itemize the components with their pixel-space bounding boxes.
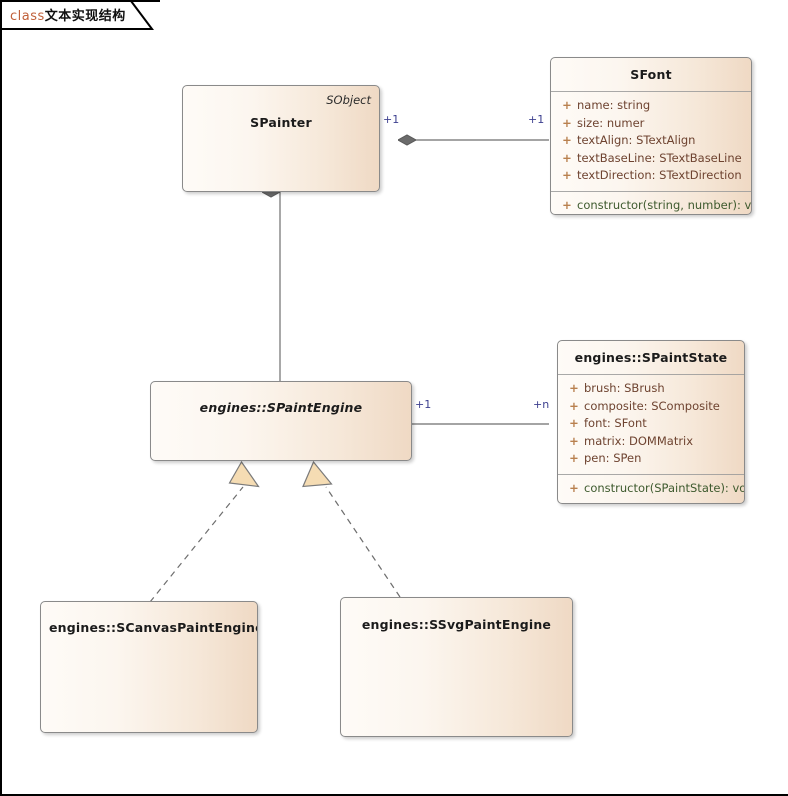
class-box-ssvgpaintengine[interactable]: engines::SSvgPaintEngine bbox=[340, 597, 573, 737]
link-ssvgpaintengine-realization bbox=[302, 460, 401, 598]
diagram-title-keyword: class bbox=[10, 9, 45, 24]
visibility-marker: + bbox=[569, 480, 579, 495]
compartment-divider bbox=[551, 91, 751, 92]
attribute-row: + pen: SPen bbox=[558, 450, 744, 468]
class-header-ssvgpaintengine: engines::SSvgPaintEngine bbox=[341, 598, 572, 641]
class-box-spainter[interactable]: SObject SPainter bbox=[182, 85, 380, 192]
attribute-label: textBaseLine: STextBaseLine bbox=[577, 150, 742, 165]
class-name-ssvgpaintengine: engines::SSvgPaintEngine bbox=[361, 617, 552, 632]
class-stereotype-spainter: SObject bbox=[326, 93, 371, 107]
visibility-marker: + bbox=[569, 433, 579, 448]
frame-border-left bbox=[0, 0, 2, 796]
attribute-label: composite: SComposite bbox=[584, 398, 720, 413]
diagram-title-label: 文本实现结构 bbox=[44, 9, 126, 24]
attribute-row: + composite: SComposite bbox=[558, 398, 744, 416]
attribute-row: + textBaseLine: STextBaseLine bbox=[551, 150, 751, 168]
attribute-label: brush: SBrush bbox=[584, 381, 665, 395]
visibility-marker: + bbox=[562, 150, 572, 165]
compartment-divider bbox=[551, 190, 751, 192]
class-box-scanvaspaintengine[interactable]: engines::SCanvasPaintEngine bbox=[40, 601, 258, 733]
attribute-row: + textDirection: STextDirection bbox=[551, 167, 751, 185]
frame-border-bottom bbox=[0, 794, 788, 796]
compartment-divider bbox=[558, 374, 744, 375]
attribute-row: + font: SFont bbox=[558, 415, 744, 433]
operations-compartment-sfont: + constructor(string, number): void bbox=[551, 192, 751, 215]
attribute-label: font: SFont bbox=[584, 416, 647, 430]
visibility-marker: + bbox=[562, 168, 572, 182]
visibility-marker: + bbox=[569, 381, 579, 395]
visibility-marker: + bbox=[569, 416, 579, 430]
attribute-label: size: numer bbox=[577, 115, 645, 130]
class-header-spainter: SObject SPainter bbox=[183, 86, 379, 139]
multiplicity-spaintengine-spaintstate-target: +n bbox=[533, 398, 550, 411]
attribute-row: + name: string bbox=[551, 97, 751, 115]
class-box-spaintstate[interactable]: engines::SPaintState + brush: SBrush + c… bbox=[557, 340, 745, 504]
operation-label: constructor(string, number): void bbox=[577, 197, 752, 212]
compartment-divider bbox=[558, 473, 744, 475]
class-name-spainter: SPainter bbox=[250, 115, 312, 130]
title-tab-shape bbox=[0, 0, 154, 30]
attributes-compartment-spaintstate: + brush: SBrush + composite: SComposite … bbox=[558, 375, 744, 474]
attribute-label: textDirection: STextDirection bbox=[577, 168, 742, 182]
attribute-row: + textAlign: STextAlign bbox=[551, 132, 751, 150]
class-name-sfont: SFont bbox=[630, 67, 672, 82]
class-name-spaintstate: engines::SPaintState bbox=[574, 350, 728, 365]
attribute-label: matrix: DOMMatrix bbox=[584, 433, 694, 448]
operation-label: constructor(SPaintState): void bbox=[584, 480, 745, 495]
diagram-title: class文本实现结构 bbox=[10, 5, 126, 24]
class-box-spaintengine[interactable]: engines::SPaintEngine bbox=[150, 381, 412, 461]
attribute-label: name: string bbox=[577, 98, 651, 112]
attribute-label: pen: SPen bbox=[584, 451, 642, 465]
visibility-marker: + bbox=[569, 451, 579, 465]
operation-row: + constructor(SPaintState): void bbox=[558, 480, 744, 498]
class-header-spaintstate: engines::SPaintState bbox=[558, 341, 744, 374]
multiplicity-spainter-sfont-target: +1 bbox=[528, 113, 545, 126]
operations-compartment-spaintstate: + constructor(SPaintState): void bbox=[558, 475, 744, 504]
attributes-compartment-sfont: + name: string + size: numer + textAlign… bbox=[551, 92, 751, 191]
multiplicity-spainter-sfont-source: +1 bbox=[383, 113, 400, 126]
visibility-marker: + bbox=[562, 197, 572, 212]
diagram-title-tab: class文本实现结构 bbox=[0, 0, 155, 30]
visibility-marker: + bbox=[562, 115, 572, 130]
visibility-marker: + bbox=[569, 398, 579, 413]
multiplicity-spaintengine-spaintstate-source: +1 bbox=[415, 398, 432, 411]
link-scanvaspaintengine-realization bbox=[149, 460, 260, 603]
class-box-sfont[interactable]: SFont + name: string + size: numer + tex… bbox=[550, 57, 752, 215]
operation-row: + constructor(string, number): void bbox=[551, 197, 751, 215]
attribute-row: + brush: SBrush bbox=[558, 380, 744, 398]
class-header-spaintengine: engines::SPaintEngine bbox=[151, 382, 411, 424]
class-header-scanvaspaintengine: engines::SCanvasPaintEngine bbox=[41, 602, 257, 644]
attribute-row: + size: numer bbox=[551, 115, 751, 133]
class-name-spaintengine: engines::SPaintEngine bbox=[199, 400, 363, 415]
visibility-marker: + bbox=[562, 133, 572, 147]
class-header-sfont: SFont bbox=[551, 58, 751, 91]
class-name-scanvaspaintengine: engines::SCanvasPaintEngine bbox=[49, 620, 258, 635]
visibility-marker: + bbox=[562, 98, 572, 112]
attribute-row: + matrix: DOMMatrix bbox=[558, 433, 744, 451]
attribute-label: textAlign: STextAlign bbox=[577, 133, 696, 147]
